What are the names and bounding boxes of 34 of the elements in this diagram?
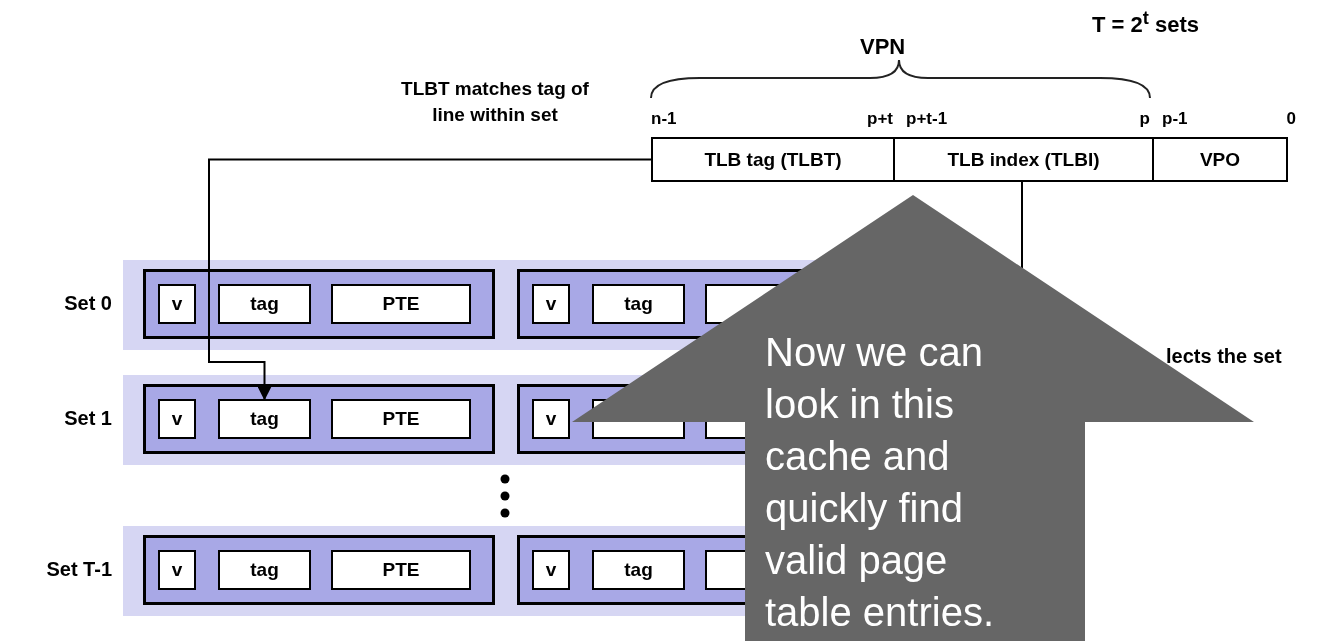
annotation-text: lects the set [1166,344,1282,369]
pte-field: PTE [331,399,471,439]
bit-position-label: p+t-1 [906,108,948,130]
valid-bit-field: v [532,284,570,324]
connector-line [1021,181,1023,269]
valid-bit-field: v [158,550,196,590]
valid-bit-field: v [158,284,196,324]
address-field: TLB index (TLBI) [893,137,1154,182]
set-label: Set T-1 [45,557,112,582]
valid-bit-field: v [158,399,196,439]
set-label: Set 1 [63,406,112,431]
bit-position-label: p-1 [1162,108,1188,130]
tag-field: tag [592,550,685,590]
tag-field: tag [218,284,311,324]
set-count-label: T = 2$^{t}$ sets [1092,6,1199,40]
bit-position-label: 0 [1285,108,1296,130]
brace-label: VPN [860,33,906,61]
bit-position-label: p [1138,108,1150,130]
tag-field: tag [592,284,685,324]
annotation-text: TLBT matches tag of line within set [400,77,590,127]
address-field: VPO [1152,137,1288,182]
bit-position-label: n-1 [651,108,677,130]
valid-bit-field: v [532,550,570,590]
tag-field: tag [218,399,311,439]
tag-field: tag [218,550,311,590]
valid-bit-field: v [532,399,570,439]
set-label: Set 0 [63,291,112,316]
callout-tooltip [572,195,1254,641]
callout-text: Now we can look in this cache and quickly find valid page table entries. [765,329,996,636]
pte-field: PTE [331,550,471,590]
address-field: TLB tag (TLBT) [651,137,895,182]
bit-position-label: p+t [866,108,893,130]
pte-field: PTE [331,284,471,324]
arrow [208,158,652,401]
